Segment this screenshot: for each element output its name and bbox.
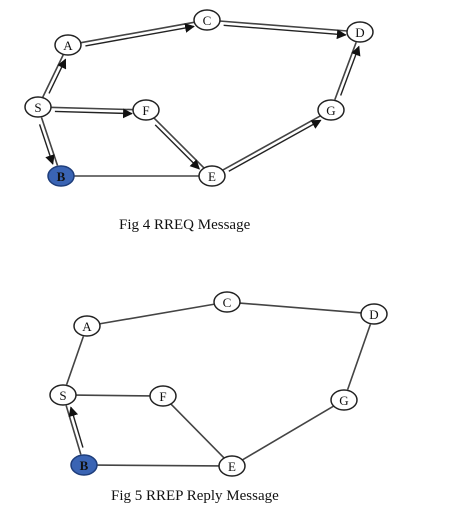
node-circle <box>54 34 82 56</box>
node-circle <box>198 165 226 187</box>
edge-s-f <box>73 394 153 397</box>
edge-f-e <box>170 403 225 459</box>
node-b: B <box>70 454 98 476</box>
node-label: B <box>80 458 89 473</box>
edge-b-e <box>94 464 222 467</box>
rrep-network-diagram: A C D S F G B E <box>49 291 388 477</box>
node-label: F <box>142 103 149 118</box>
node-e: E <box>198 165 226 187</box>
rreq-network-diagram: S A C D F G B E <box>24 9 374 187</box>
route-arrow-a-to-c <box>85 23 195 47</box>
node-circle <box>49 384 77 406</box>
node-circle <box>73 315 101 337</box>
edge-s-a <box>42 54 64 98</box>
edge-c-d <box>217 20 350 32</box>
route-arrow-e-to-g <box>228 119 322 172</box>
node-circle <box>218 455 246 477</box>
edge-g-e <box>241 404 335 462</box>
node-circle <box>24 96 52 118</box>
edge-f-e <box>153 117 205 169</box>
node-s: S <box>49 384 77 406</box>
node-label: S <box>59 388 66 403</box>
node-a: A <box>73 315 101 337</box>
node-circle <box>132 99 160 121</box>
node-d: D <box>346 21 374 43</box>
node-label: C <box>203 13 212 28</box>
edge-d-g <box>346 324 372 390</box>
route-arrow-s-to-f <box>54 108 133 119</box>
edge-e-g <box>221 114 322 172</box>
edge-a-c <box>78 21 197 44</box>
node-circle <box>213 291 241 313</box>
node-s: S <box>24 96 52 118</box>
node-f: F <box>149 385 177 407</box>
route-arrow-s-to-a <box>48 58 67 94</box>
node-label: A <box>82 319 92 334</box>
node-c: C <box>193 9 221 31</box>
edge-s-a <box>65 336 85 385</box>
node-circle <box>317 99 345 121</box>
node-circle <box>346 21 374 43</box>
edge-s-b <box>40 117 59 166</box>
node-circle <box>330 389 358 411</box>
route-arrow-b-to-s <box>68 406 84 448</box>
node-label: G <box>339 393 348 408</box>
node-b: B <box>47 165 75 187</box>
node-a: A <box>54 34 82 56</box>
rreq-figure-caption: Fig 4 RREQ Message <box>119 217 251 233</box>
rrep-figure-caption: Fig 5 RREP Reply Message <box>111 488 279 504</box>
route-arrow-g-to-d <box>340 45 361 96</box>
node-d: D <box>360 303 388 325</box>
edge-c-d <box>237 302 364 314</box>
node-g: G <box>330 389 358 411</box>
node-label: A <box>63 38 73 53</box>
node-label: G <box>326 103 335 118</box>
node-label: D <box>355 25 364 40</box>
node-label: E <box>208 169 216 184</box>
node-circle <box>47 165 75 187</box>
edge-s-b <box>65 405 82 455</box>
node-label: C <box>223 295 232 310</box>
edge-s-f <box>48 106 136 111</box>
node-label: E <box>228 459 236 474</box>
node-label: D <box>369 307 378 322</box>
edge-g-d <box>334 42 357 100</box>
route-arrow-f-to-e <box>154 124 200 170</box>
node-circle <box>360 303 388 325</box>
node-c: C <box>213 291 241 313</box>
route-arrow-s-to-b <box>38 124 55 165</box>
route-arrow-c-to-d <box>223 24 347 40</box>
node-circle <box>193 9 221 31</box>
node-circle <box>70 454 98 476</box>
node-g: G <box>317 99 345 121</box>
node-e: E <box>218 455 246 477</box>
edge-a-c <box>97 303 217 325</box>
node-label: B <box>57 169 66 184</box>
node-label: S <box>34 100 41 115</box>
node-f: F <box>132 99 160 121</box>
node-label: F <box>159 389 166 404</box>
node-circle <box>149 385 177 407</box>
